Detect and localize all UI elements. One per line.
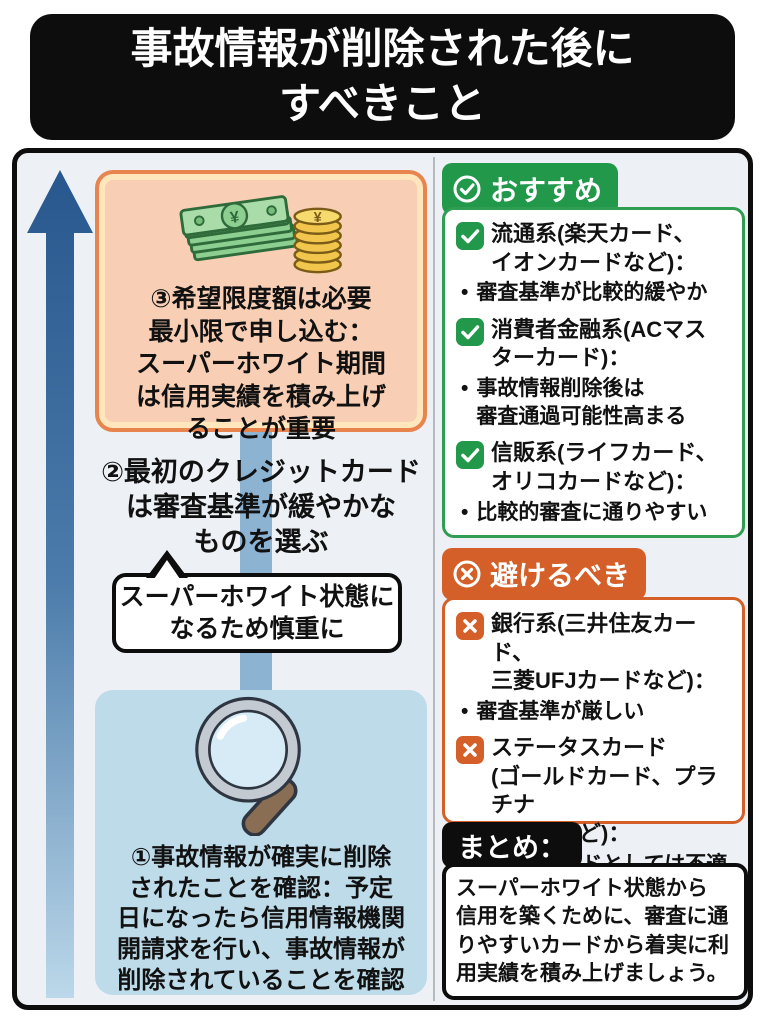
- recommend-item-label: 流通系(楽天カード、 イオンカードなど)：: [491, 221, 697, 275]
- avoid-header: 避けるべき: [442, 548, 647, 600]
- magnifier-icon: [194, 696, 301, 837]
- step3-text: ③希望限度額は必要 最小限で申し込む： スーパーホワイト期間 は信用実績を積み上…: [135, 285, 386, 443]
- recommend-item: 信販系(ライフカード、 オリコカードなど)：: [455, 439, 732, 496]
- avoid-item-label: 銀行系(三井住友カード、 三菱UFJカードなど)：: [491, 611, 716, 694]
- avoid-item-label: ステータスカード (ゴールドカード、プラチナ カードなど)：: [491, 735, 718, 846]
- recommend-item-note: 事故情報削除後は 審査通過可能性高まる: [459, 375, 732, 432]
- step3-box: ¥ ¥ ③希望限度額は必要 最小限で申し込む： スーパーホワイト期間 は信用実績…: [95, 170, 427, 443]
- recommend-header: おすすめ: [442, 163, 619, 215]
- recommend-item: 消費者金融系(ACマス ターカード)：: [455, 316, 732, 373]
- money-icon: ¥ ¥: [179, 195, 342, 274]
- svg-text:¥: ¥: [314, 210, 322, 226]
- avoid-box: 銀行系(三井住友カード、 三菱UFJカードなど)： 審査基準が厳しい ステータス…: [442, 597, 745, 876]
- avoid-item-note: 審査基準が厳しい: [459, 698, 732, 726]
- recommend-item-note: 審査基準が比較的緩やか: [459, 279, 732, 307]
- step1-box: ①事故情報が確実に削除 されたことを確認：予定 日になったら信用情報機関 開請求…: [95, 690, 427, 995]
- recommend-item-label: 消費者金融系(ACマス ターカード)：: [491, 316, 707, 371]
- svg-text:¥: ¥: [229, 208, 240, 227]
- recommend-item: 流通系(楽天カード、 イオンカードなど)：: [455, 220, 732, 277]
- summary-box: スーパーホワイト状態から 信用を築くために、審査に通 りやすいカードから着実に利…: [442, 863, 748, 1000]
- circled-check-icon: [453, 175, 481, 203]
- recommend-item-label: 信販系(ライフカード、 オリコカードなど)：: [491, 440, 718, 494]
- recommend-title: おすすめ: [490, 175, 603, 206]
- avoid-item: 銀行系(三井住友カード、 三菱UFJカードなど)：: [455, 610, 732, 696]
- check-square-icon: [456, 441, 484, 470]
- avoid-title: 避けるべき: [490, 560, 631, 591]
- page-title: 事故情報が削除された後に すべきこと: [30, 14, 735, 140]
- check-square-icon: [456, 317, 484, 346]
- check-square-icon: [456, 222, 484, 250]
- summary-label: まとめ：: [442, 822, 582, 868]
- recommend-item-note: 比較的審査に通りやすい: [459, 499, 732, 527]
- step1-text: ①事故情報が確実に削除 されたことを確認：予定 日になったら信用情報機関 開請求…: [117, 844, 405, 994]
- avoid-item: ステータスカード (ゴールドカード、プラチナ カードなど)：: [455, 734, 732, 848]
- x-square-icon: [456, 612, 484, 640]
- column-divider: [433, 157, 435, 1001]
- up-arrow-icon: [27, 170, 93, 998]
- content-frame: ¥ ¥ ③希望限度額は必要 最小限で申し込む： スーパーホワイト期間 は信用実績…: [12, 148, 753, 1010]
- x-square-icon: [456, 736, 484, 765]
- circled-x-icon: [453, 560, 481, 588]
- recommend-box: 流通系(楽天カード、 イオンカードなど)： 審査基準が比較的緩やか 消費者金融系…: [442, 207, 745, 538]
- step2-caution-bubble: スーパーホワイト状態に なるため慎重に: [112, 550, 402, 653]
- step2-text: ②最初のクレジットカード は審査基準が緩やかな ものを選ぶ: [101, 457, 421, 558]
